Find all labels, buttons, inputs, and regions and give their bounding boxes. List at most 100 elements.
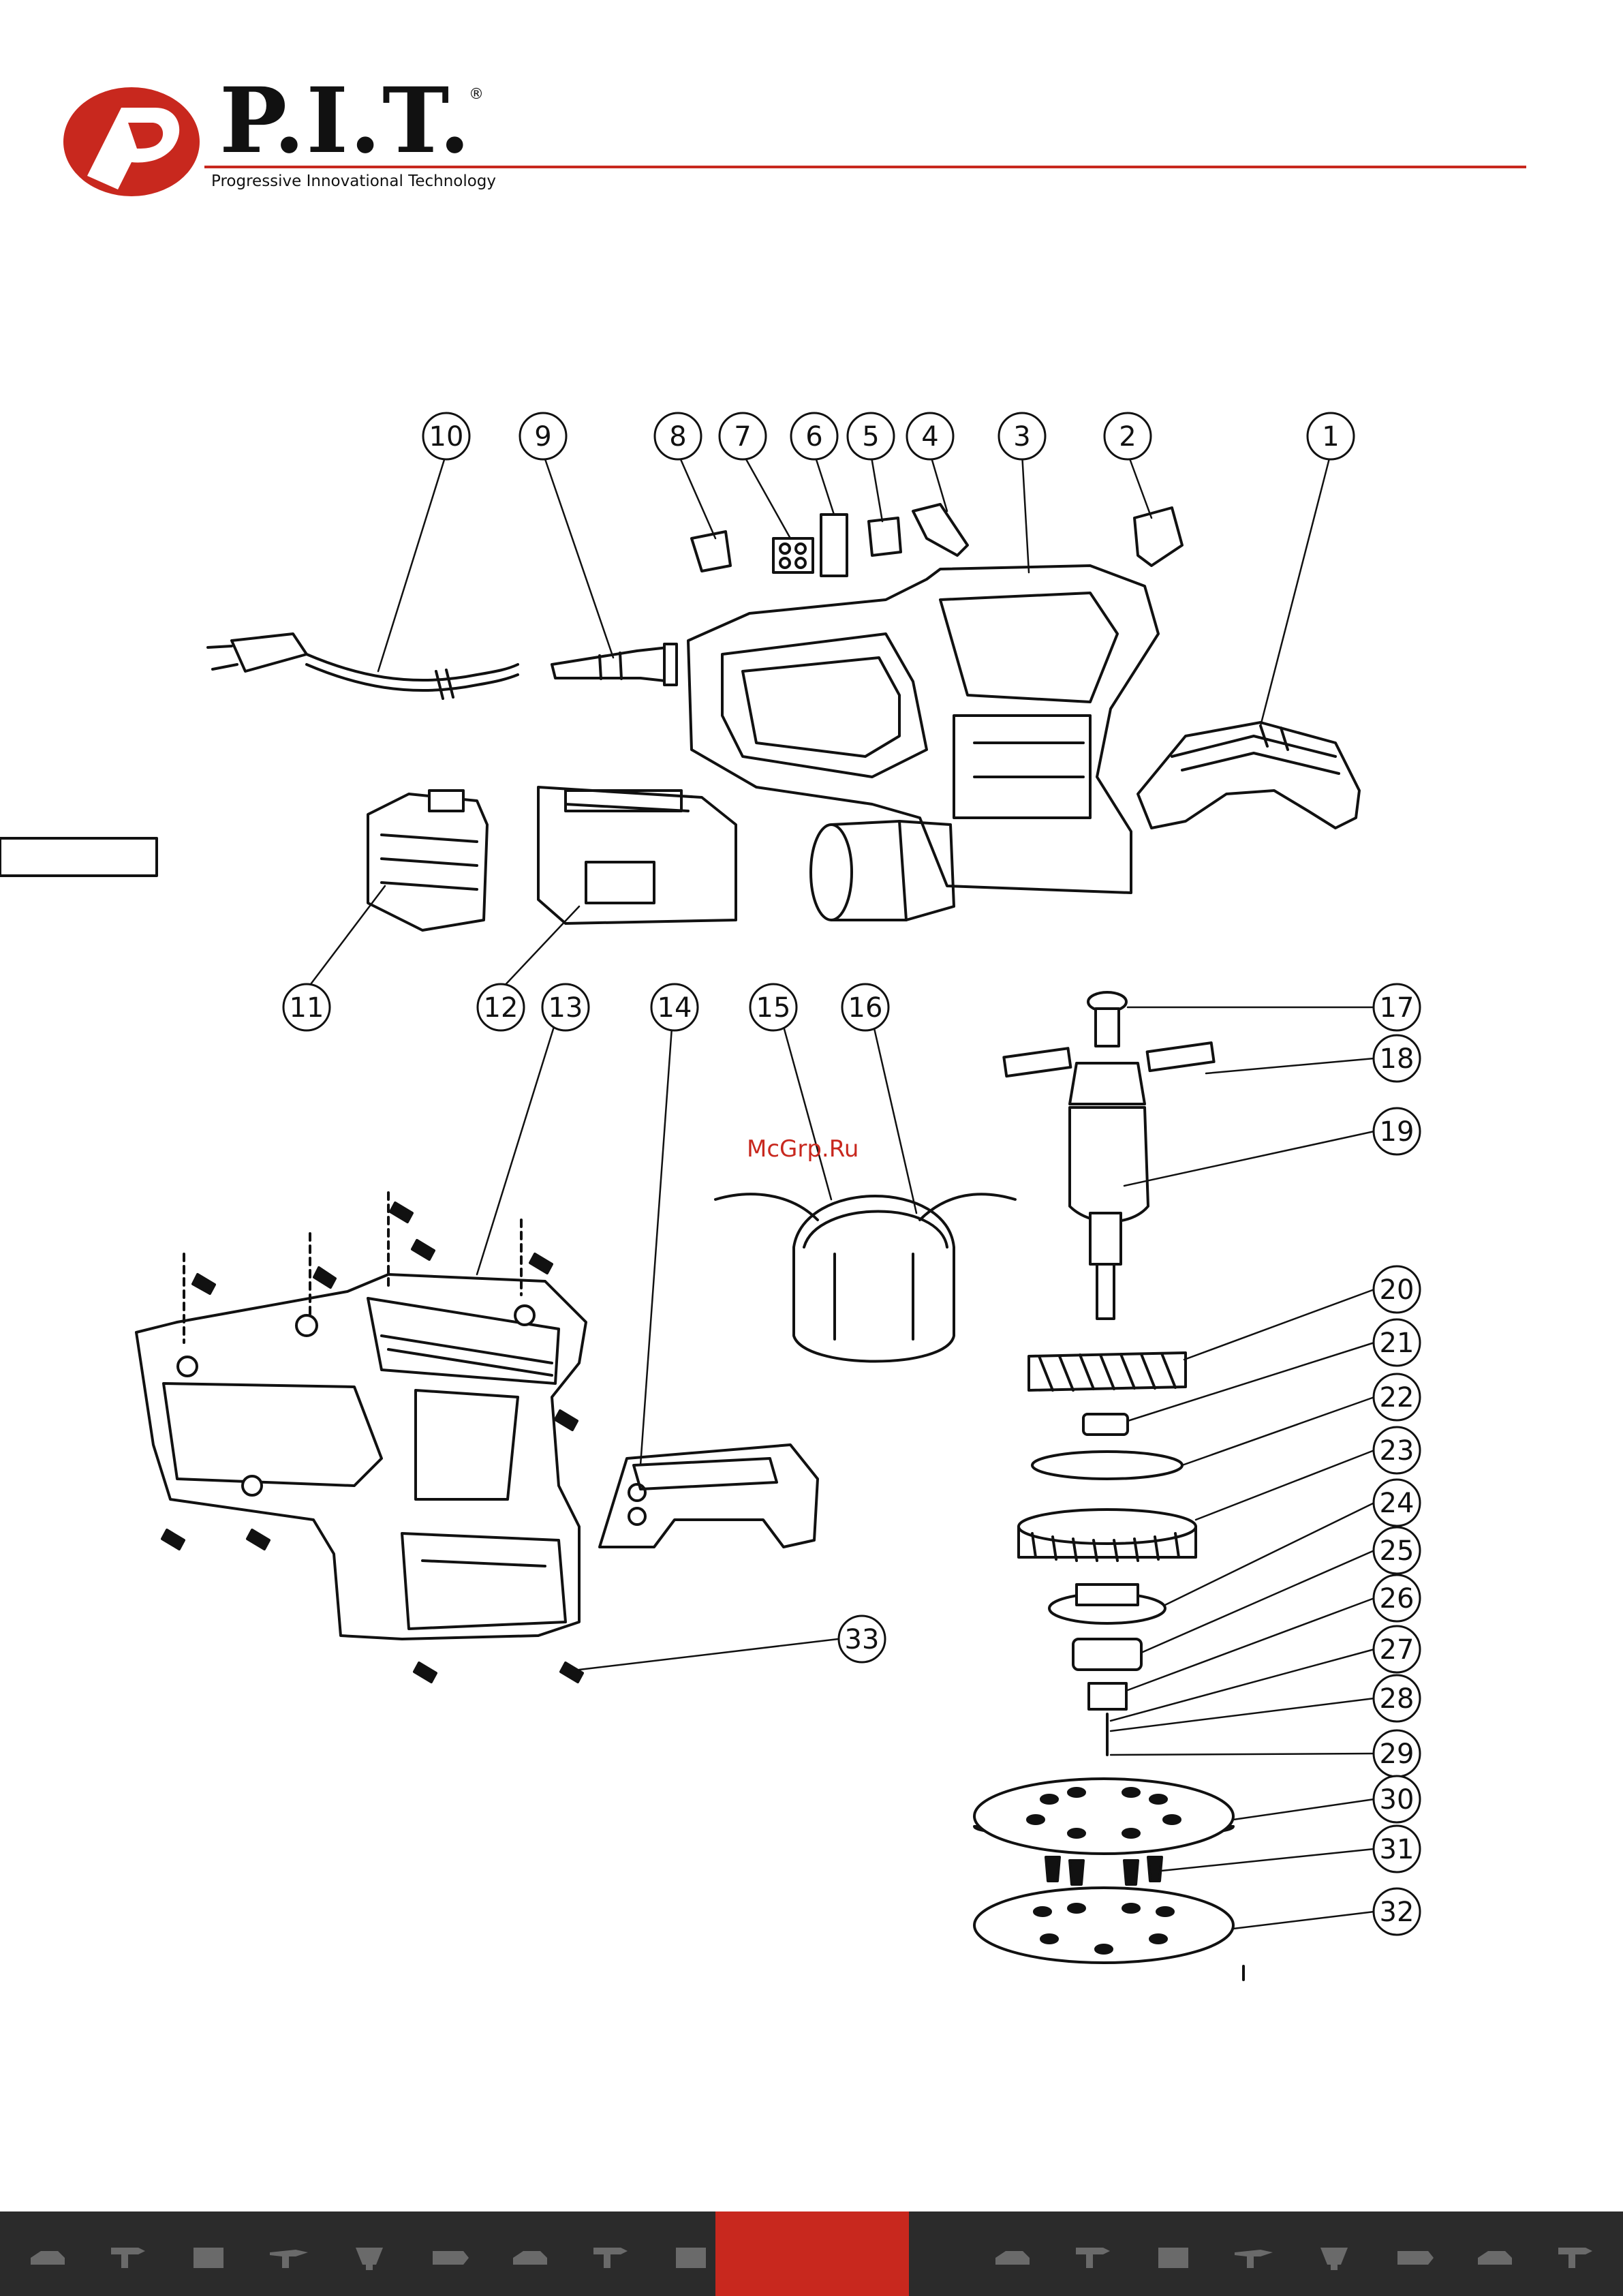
callout-15: 15 <box>750 984 797 1030</box>
svg-text:10: 10 <box>429 421 464 453</box>
footer-band <box>0 2211 1623 2296</box>
part-switch-lever <box>913 504 968 555</box>
part-front-grip <box>1138 722 1359 828</box>
callout-14: 14 <box>651 984 698 1030</box>
svg-text:20: 20 <box>1380 1274 1415 1306</box>
header-divider <box>204 166 1526 168</box>
callout-22: 22 <box>1374 1374 1420 1420</box>
header: P.I.T. ® Progressive Innovational Techno… <box>0 0 1623 218</box>
callout-20: 20 <box>1374 1266 1420 1313</box>
svg-text:3: 3 <box>1013 421 1030 453</box>
part-rear-grip <box>600 1445 818 1547</box>
callout-30: 30 <box>1374 1776 1420 1822</box>
svg-text:9: 9 <box>534 421 551 453</box>
callout-18: 18 <box>1374 1035 1420 1082</box>
part-armature-assembly <box>974 992 1243 1980</box>
callout-7: 7 <box>720 413 766 459</box>
exploded-parts-diagram: 1 2 3 4 5 6 7 8 9 10 11 12 13 14 15 16 1… <box>0 382 1623 2017</box>
callout-4: 4 <box>907 413 953 459</box>
callout-8: 8 <box>655 413 701 459</box>
brand-name: P.I.T. <box>219 76 472 166</box>
mixer-icon <box>1314 2237 1355 2271</box>
part-cord-protector <box>552 644 677 685</box>
brand-tagline: Progressive Innovational Technology <box>211 172 496 190</box>
callout-24: 24 <box>1374 1480 1420 1526</box>
sander-icon <box>27 2237 68 2271</box>
svg-text:8: 8 <box>669 421 686 453</box>
part-suppressor <box>821 515 847 576</box>
callout-1: 1 <box>1308 413 1354 459</box>
svg-text:4: 4 <box>921 421 938 453</box>
callout-23: 23 <box>1374 1427 1420 1473</box>
svg-text:27: 27 <box>1380 1634 1415 1666</box>
svg-text:6: 6 <box>805 421 822 453</box>
callout-5: 5 <box>848 413 894 459</box>
part-power-cord <box>208 634 518 699</box>
svg-text:5: 5 <box>862 421 879 453</box>
part-dust-box <box>538 787 736 923</box>
svg-text:24: 24 <box>1380 1488 1415 1519</box>
drill-icon <box>590 2237 631 2271</box>
pit-logo-icon <box>60 80 210 203</box>
callout-6: 6 <box>791 413 837 459</box>
callout-2: 2 <box>1104 413 1151 459</box>
drill-icon <box>108 2237 149 2271</box>
svg-text:18: 18 <box>1380 1043 1415 1075</box>
callout-31: 31 <box>1374 1826 1420 1872</box>
svg-text:33: 33 <box>845 1624 880 1655</box>
svg-text:7: 7 <box>734 421 751 453</box>
svg-text:11: 11 <box>290 992 324 1024</box>
callout-33: 33 <box>839 1616 885 1662</box>
part-rear-cap <box>368 791 487 930</box>
callout-21: 21 <box>1374 1319 1420 1366</box>
saw-icon <box>429 2237 470 2271</box>
watermark: McGrp.Ru <box>747 1135 859 1163</box>
svg-text:23: 23 <box>1380 1435 1415 1467</box>
sander-icon <box>510 2237 551 2271</box>
callout-26: 26 <box>1374 1575 1420 1621</box>
svg-text:17: 17 <box>1380 992 1415 1024</box>
sander-icon <box>1474 2237 1515 2271</box>
callout-10: 10 <box>423 413 469 459</box>
callout-29: 29 <box>1374 1730 1420 1777</box>
mixer-icon <box>349 2237 390 2271</box>
svg-text:25: 25 <box>1380 1535 1415 1567</box>
svg-text:22: 22 <box>1380 1382 1415 1413</box>
part-cable-clip <box>1134 508 1182 566</box>
part-housing-right <box>136 1274 586 1639</box>
svg-text:19: 19 <box>1380 1116 1415 1148</box>
sander-icon <box>992 2237 1033 2271</box>
welder-icon <box>1153 2237 1194 2271</box>
callout-19: 19 <box>1374 1108 1420 1154</box>
callout-27: 27 <box>1374 1626 1420 1672</box>
callout-25: 25 <box>1374 1527 1420 1574</box>
svg-text:26: 26 <box>1380 1583 1415 1614</box>
saw-icon <box>1394 2237 1435 2271</box>
svg-text:28: 28 <box>1380 1683 1415 1715</box>
svg-text:21: 21 <box>1380 1328 1415 1359</box>
svg-text:15: 15 <box>756 992 791 1024</box>
svg-text:2: 2 <box>1119 421 1136 453</box>
svg-text:13: 13 <box>548 992 583 1024</box>
callout-11: 11 <box>283 984 330 1030</box>
svg-text:31: 31 <box>1380 1834 1415 1865</box>
hammer-drill-icon <box>1233 2237 1274 2271</box>
callout-17: 17 <box>1374 984 1420 1030</box>
svg-text:1: 1 <box>1322 421 1339 453</box>
part-stator <box>715 1194 1015 1361</box>
svg-text:12: 12 <box>484 992 519 1024</box>
callout-32: 32 <box>1374 1888 1420 1935</box>
callout-12: 12 <box>478 984 524 1030</box>
svg-text:29: 29 <box>1380 1739 1415 1770</box>
svg-text:30: 30 <box>1380 1784 1415 1816</box>
svg-text:16: 16 <box>848 992 883 1024</box>
drill-icon <box>1555 2237 1596 2271</box>
footer-accent-block <box>715 2211 909 2296</box>
part-capacitor <box>773 538 813 572</box>
callout-13: 13 <box>542 984 589 1030</box>
callout-9: 9 <box>520 413 566 459</box>
svg-text:32: 32 <box>1380 1897 1415 1928</box>
welder-icon <box>188 2237 229 2271</box>
welder-icon <box>670 2237 711 2271</box>
svg-text:14: 14 <box>658 992 692 1024</box>
